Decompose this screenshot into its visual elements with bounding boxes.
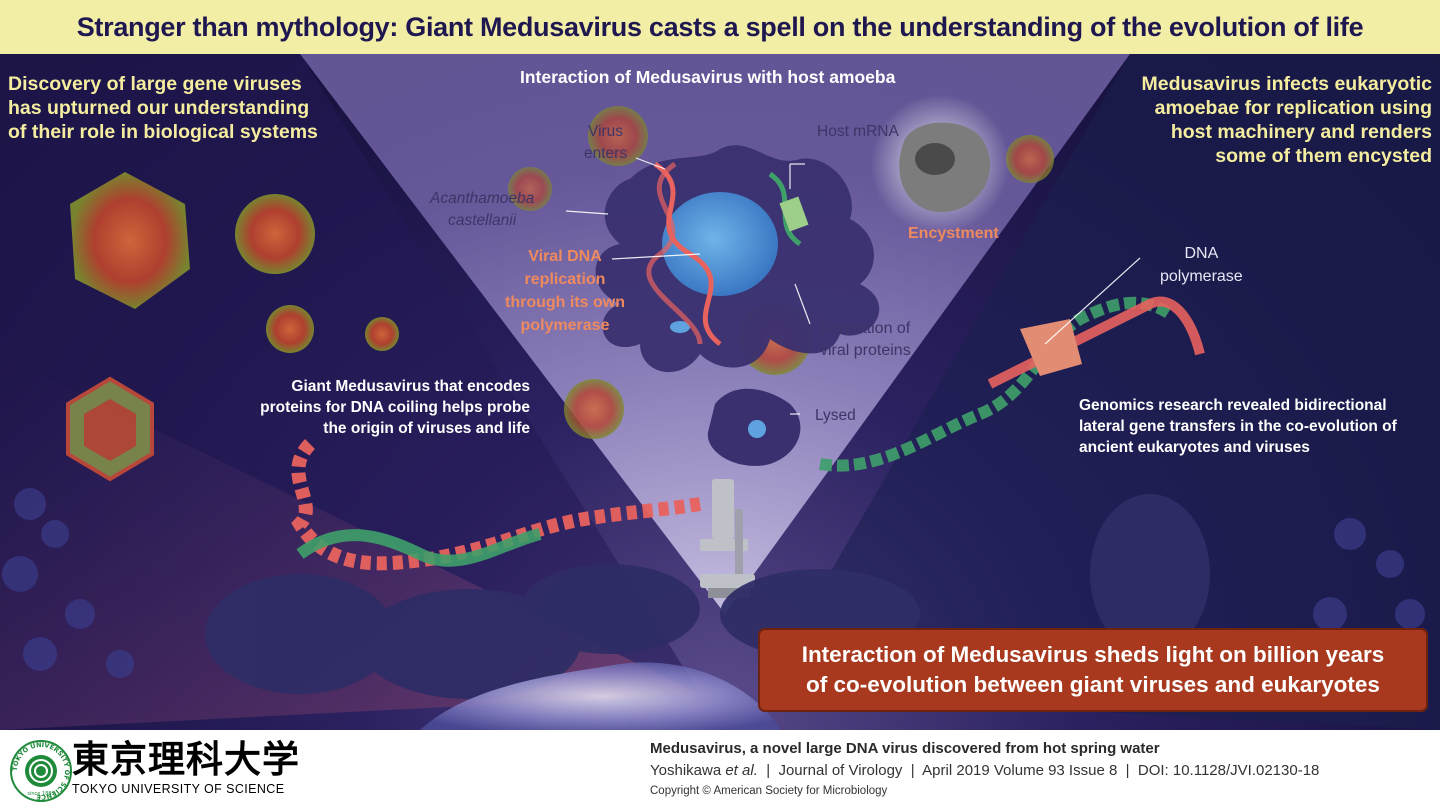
center-heading: Interaction of Medusavirus with host amo… (520, 67, 896, 87)
citation-line: Yoshikawa et al. | Journal of Virology |… (650, 762, 1320, 779)
left-top-text: Discovery of large gene viruses has uptu… (8, 73, 318, 143)
footer: TOKYO UNIVERSITY OF SCIENCE since 1881 東… (0, 730, 1440, 810)
svg-text:since 1881: since 1881 (27, 791, 54, 797)
university-seal-icon: TOKYO UNIVERSITY OF SCIENCE since 1881 (10, 740, 72, 802)
genomics-text: Genomics research revealed bidirectional… (1079, 397, 1397, 456)
university-name-jp: 東京理科大学 (72, 738, 300, 781)
label-host-mrna: Host mRNA (817, 123, 899, 140)
illustration-scene: Discovery of large gene viruses has uptu… (0, 54, 1440, 730)
label-encystment: Encystment (908, 225, 999, 242)
paper-title: Medusavirus, a novel large DNA virus dis… (650, 740, 1160, 757)
right-top-text: Medusavirus infects eukaryotic amoebae f… (1141, 73, 1432, 167)
label-formation-viral-proteins: Formation of viral proteins (820, 320, 911, 359)
label-acanthamoeba: Acanthamoeba castellanii (430, 190, 535, 229)
page-title: Stranger than mythology: Giant Medusavir… (76, 11, 1364, 42)
label-lysed: Lysed (815, 407, 856, 424)
copyright: Copyright © American Society for Microbi… (650, 785, 888, 797)
conclusion-callout: Interaction of Medusavirus sheds light o… (758, 628, 1428, 712)
citation: Medusavirus, a novel large DNA virus dis… (650, 738, 1319, 800)
title-bar: Stranger than mythology: Giant Medusavir… (0, 0, 1440, 54)
university-name-en: TOKYO UNIVERSITY OF SCIENCE (72, 782, 285, 796)
giant-medusavirus-text: Giant Medusavirus that encodes proteins … (260, 378, 530, 437)
label-virus-enters: Virus enters (584, 123, 628, 162)
label-viral-dna-replication: Viral DNA replication through its own po… (505, 248, 625, 334)
label-dna-polymerase: DNA polymerase (1160, 245, 1243, 285)
